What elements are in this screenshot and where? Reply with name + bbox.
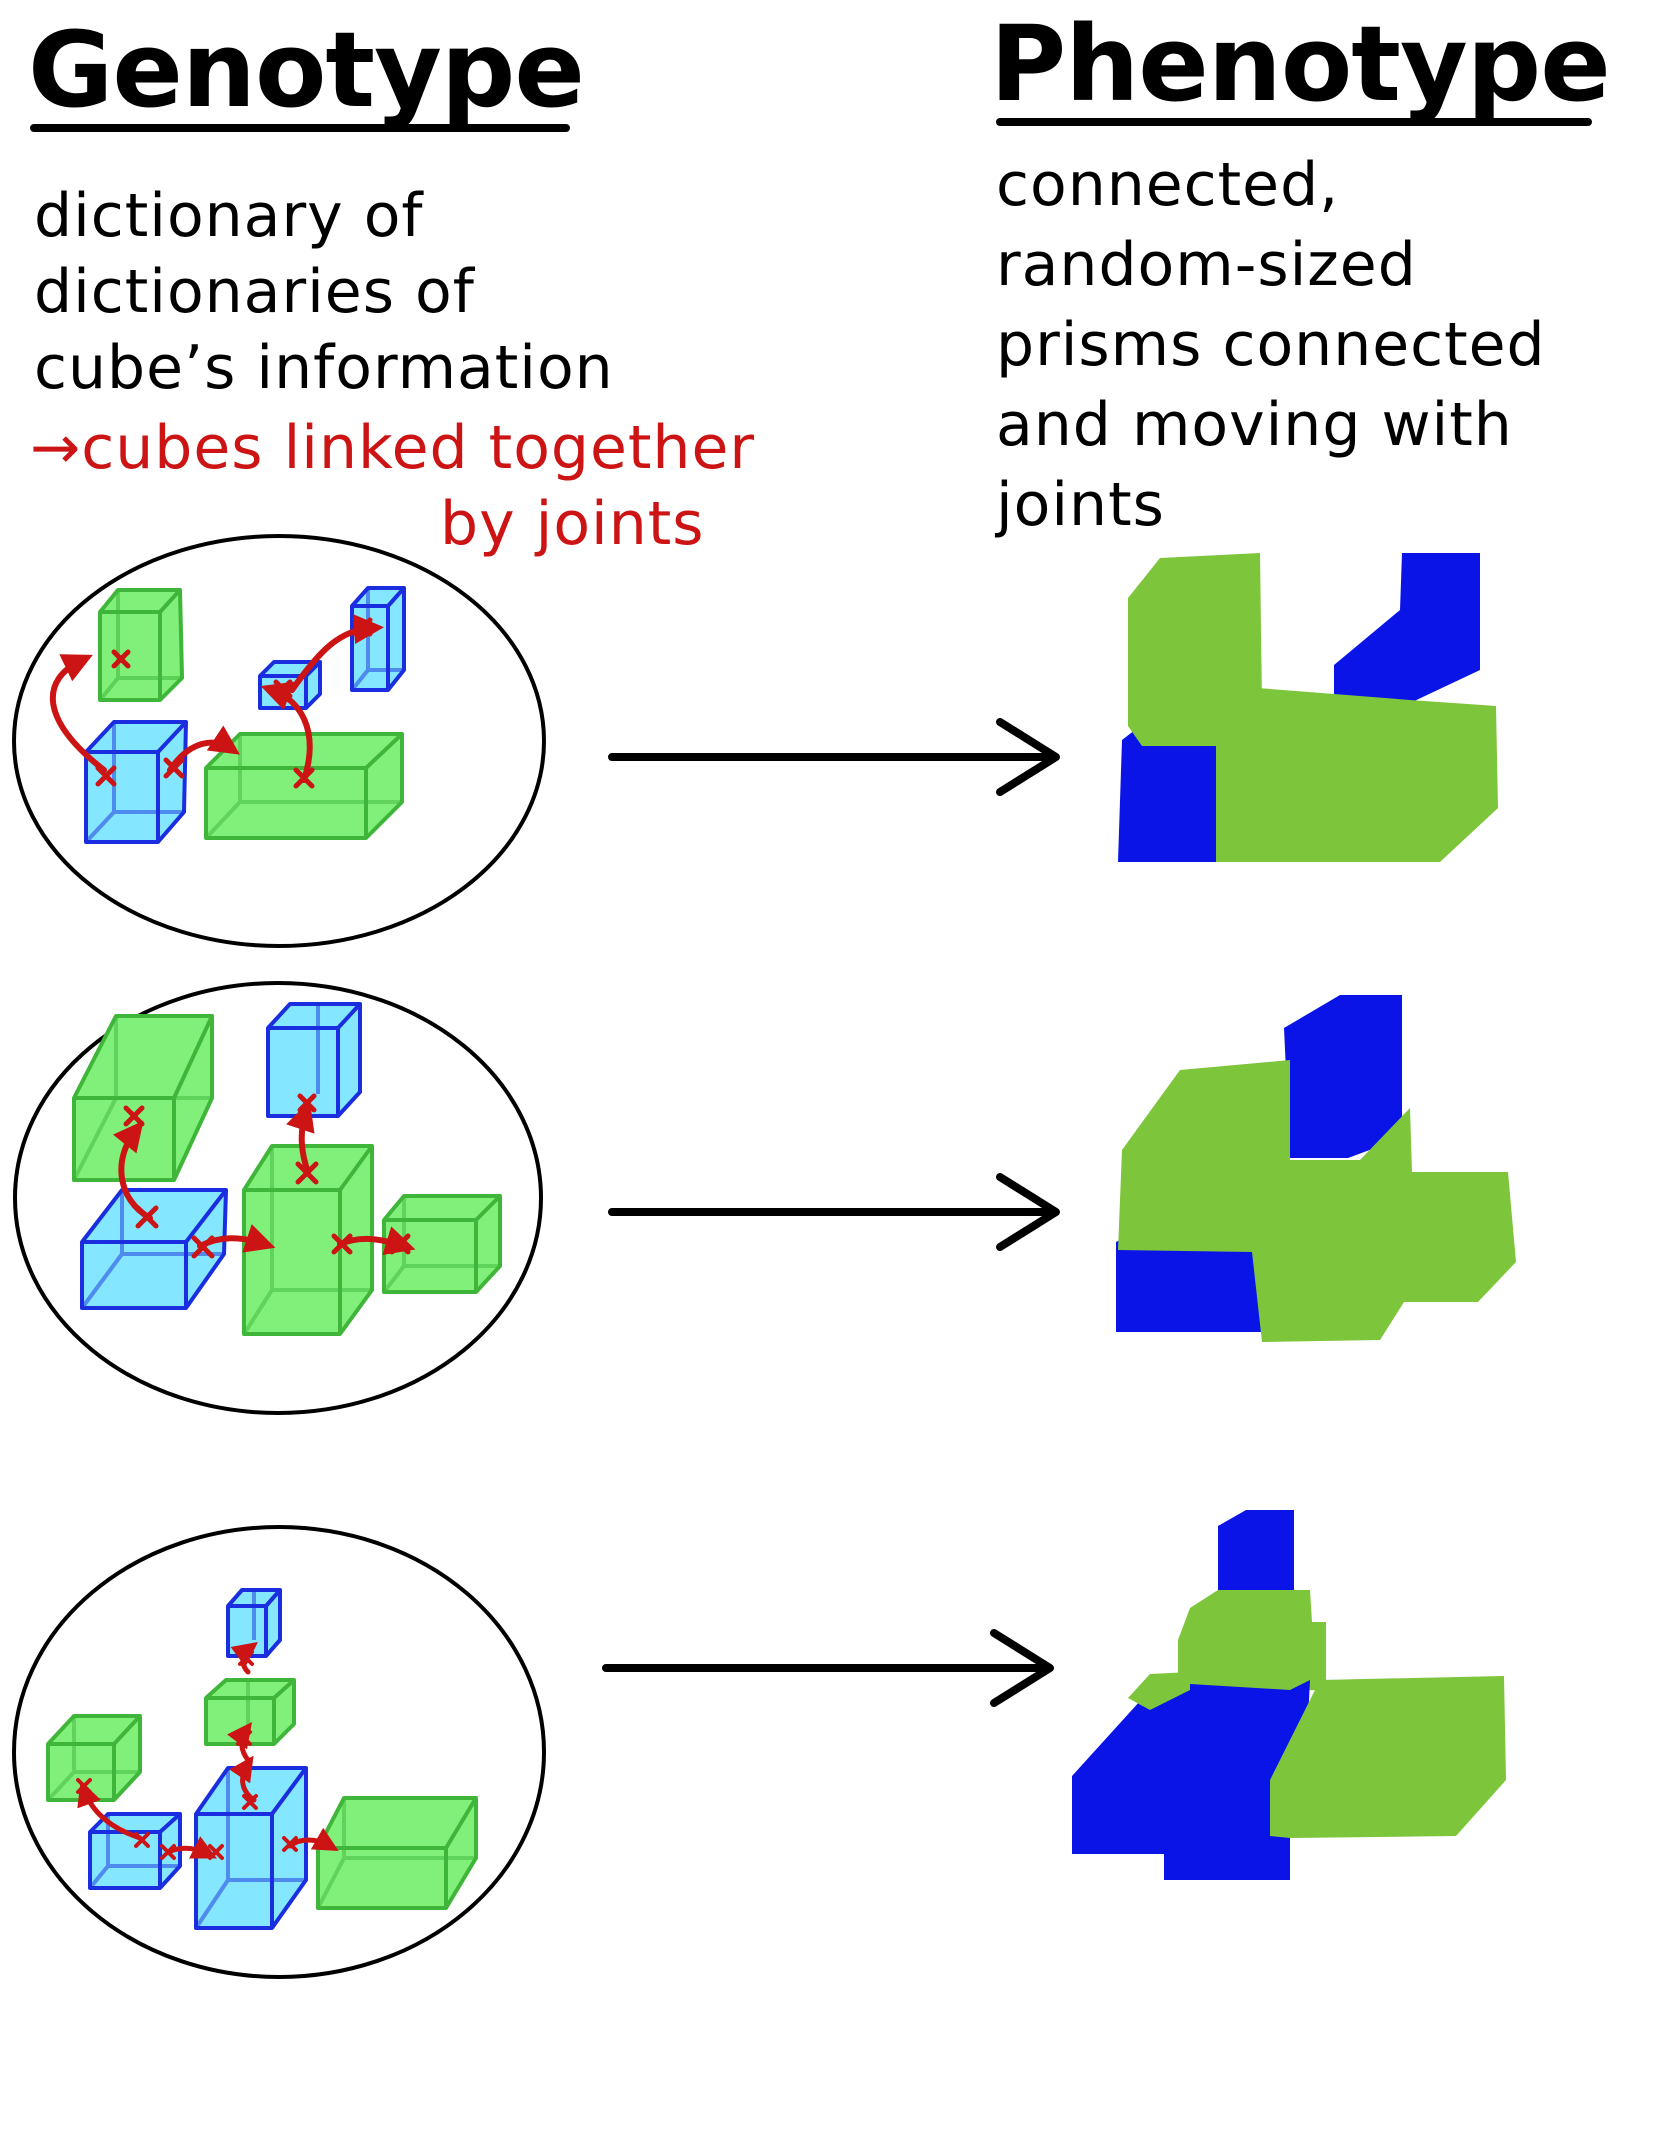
transform-arrow [602,1629,1054,1707]
genotype-description: dictionary of dictionaries of cube’s inf… [34,178,614,406]
joint-markers [76,1650,298,1860]
genotype-description-line: cube’s information [34,333,614,403]
joint-markers [95,617,373,789]
joint-x [273,679,293,699]
transform-arrow [608,718,1060,796]
joint-x [353,617,373,637]
genotype-description-line: dictionary of [34,181,424,251]
joint-x [236,1730,252,1746]
phenotype-title-underline [996,118,1592,126]
genotype-title: Genotype [28,9,585,131]
joint-x [160,1844,176,1860]
joint-arrow [286,1100,315,1175]
genotype-bubble [13,981,543,1415]
green-cube [242,1144,374,1336]
phenotype-description-line: and moving with [996,390,1513,460]
genotype-note: →cubes linked together by joints [30,410,755,562]
green-cube [98,588,184,702]
joint-x [331,1233,353,1255]
joint-arrow [49,654,107,773]
transform-arrow [608,1173,1060,1251]
green-cube [72,1014,214,1182]
phenotype-description-line: prisms connected [996,310,1546,380]
joint-x [76,1778,92,1794]
joint-x [242,1794,258,1810]
joint-arrow [77,1780,143,1841]
joint-arrow [287,1827,339,1851]
blue-cube [350,586,406,692]
joint-x [123,1105,145,1127]
joint-x [135,1205,159,1229]
phenotype-shape [1116,995,1516,1342]
row-3 [12,1510,1506,1979]
phenotype-description: connected, random-sized prisms connected… [996,145,1546,545]
phenotype-description-line: connected, [996,150,1340,220]
genotype-bubble [12,534,546,948]
row-2 [13,981,1516,1415]
joint-x [95,765,117,787]
phenotype-shape [1072,1510,1506,1880]
joint-x [297,1093,317,1113]
row-1 [12,534,1498,948]
joint-x [389,1233,411,1255]
green-cube [316,1796,478,1910]
blue-cube [84,720,188,844]
blue-cube [80,1188,228,1310]
phenotype-description-line: joints [996,470,1165,540]
joint-x [238,1650,254,1666]
green-cube [46,1714,142,1802]
green-cube [204,732,404,840]
genotype-title-underline [30,124,570,132]
joint-x [295,1161,319,1185]
genotype-note-line: by joints [440,489,705,559]
phenotype-description-line: random-sized [996,230,1417,300]
joint-x [163,757,185,779]
joint-x [111,649,131,669]
joint-x [191,1235,215,1259]
joint-markers [123,1093,411,1259]
joint-x [282,1836,298,1852]
genotype-description-line: dictionaries of [34,257,475,327]
joint-arrow [167,725,240,773]
blue-cube [226,1588,282,1658]
joint-arrow [229,1755,257,1803]
blue-cube [266,1002,362,1118]
joint-x [134,1832,150,1848]
phenotype-shape [1118,553,1498,862]
blue-cube [194,1766,308,1930]
genotype-bubble [12,1525,546,1979]
joint-x [293,767,315,789]
genotype-note-line: →cubes linked together [30,413,756,483]
phenotype-title: Phenotype [990,3,1611,125]
joint-x [208,1844,224,1860]
